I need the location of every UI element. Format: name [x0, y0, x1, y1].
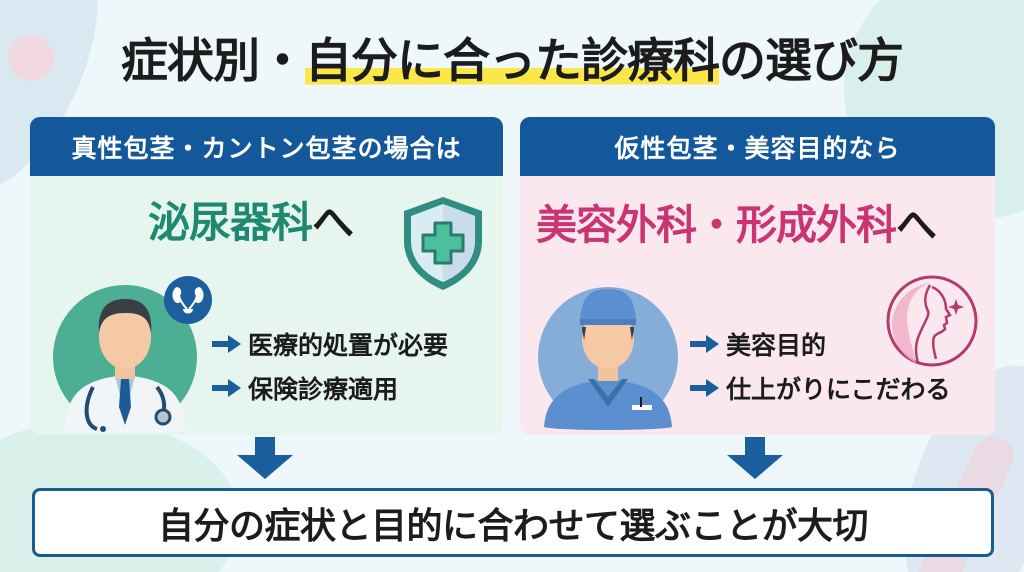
- medical-shield-icon: [404, 197, 482, 290]
- panel-header: 真性包茎・カントン包茎の場合は: [30, 117, 503, 176]
- bullet-text: 美容目的: [726, 331, 827, 360]
- conclusion-text: 自分の症状と目的に合わせて選ぶことが大切: [157, 505, 869, 547]
- conclusion-box: 自分の症状と目的に合わせて選ぶことが大切: [32, 488, 994, 557]
- bullet-text: 保険診療適用: [248, 375, 399, 404]
- surgeon-avatar: [538, 287, 678, 430]
- urology-panel: 真性包茎・カントン包茎の場合は 泌尿器科へ 医療的処置が必要: [30, 117, 503, 435]
- arrow-down-icon: [237, 437, 293, 479]
- bullet-text: 医療的処置が必要: [248, 331, 449, 360]
- title-suffix: の選び方: [719, 34, 904, 89]
- beauty-face-icon: [886, 275, 978, 367]
- department-suffix: へ: [312, 198, 354, 247]
- arrow-right-icon: [690, 379, 719, 397]
- background-decoration: [8, 35, 54, 81]
- kidney-icon: [164, 276, 212, 324]
- panel-header: 仮性包茎・美容目的なら: [520, 117, 995, 176]
- list-item: 美容目的: [690, 322, 951, 366]
- page-title: 症状別・自分に合った診療科の選び方: [0, 22, 1024, 91]
- title-highlight: 自分に合った診療科: [305, 34, 720, 89]
- department-title: 泌尿器科へ: [148, 189, 354, 250]
- doctor-avatar: [53, 285, 197, 432]
- bullet-list: 医療的処置が必要 保険診療適用: [212, 322, 448, 410]
- department-suffix: へ: [896, 201, 937, 249]
- bullet-text: 仕上がりにこだわる: [726, 375, 951, 404]
- department-name: 泌尿器科: [148, 198, 313, 247]
- list-item: 仕上がりにこだわる: [690, 366, 951, 410]
- arrow-right-icon: [212, 379, 241, 397]
- arrow-right-icon: [212, 335, 241, 353]
- cosmetic-surgery-panel: 仮性包茎・美容目的なら 美容外科・形成外科へ 美容目的 仕上がりにこだわる: [520, 117, 995, 435]
- department-name: 美容外科・形成外科: [536, 201, 897, 249]
- list-item: 医療的処置が必要: [212, 322, 448, 366]
- arrow-right-icon: [690, 335, 719, 353]
- department-title: 美容外科・形成外科へ: [536, 191, 937, 251]
- title-prefix: 症状別・: [121, 34, 306, 89]
- bullet-list: 美容目的 仕上がりにこだわる: [690, 322, 951, 410]
- arrow-down-icon: [727, 437, 783, 479]
- list-item: 保険診療適用: [212, 366, 448, 410]
